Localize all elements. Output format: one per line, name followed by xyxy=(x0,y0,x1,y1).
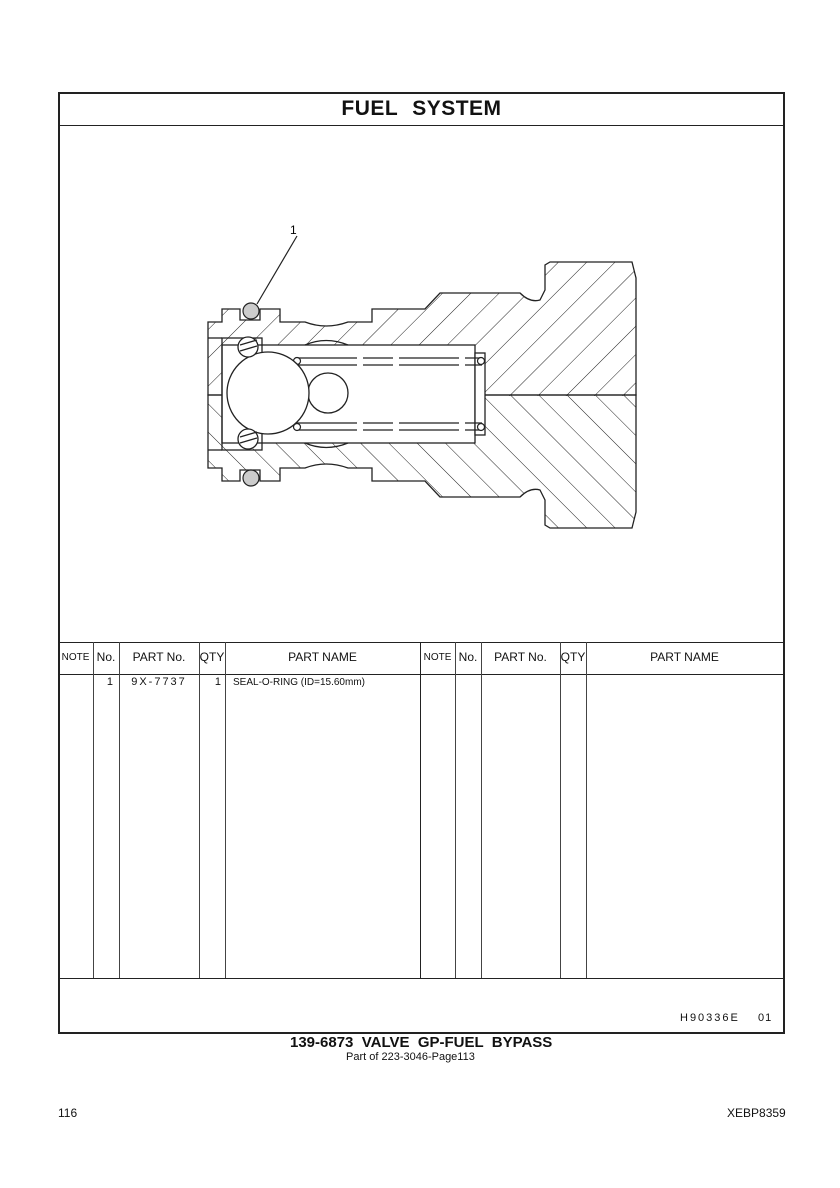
col-divider xyxy=(199,642,200,979)
spring xyxy=(292,356,486,432)
document-code: XEBP8359 xyxy=(727,1106,786,1120)
header-part-no: PART No. xyxy=(132,650,186,664)
table-footer xyxy=(58,978,785,979)
header-no: No. xyxy=(96,650,116,664)
header-note-2: NOTE xyxy=(423,652,452,663)
row-no: 1 xyxy=(106,676,113,688)
col-divider xyxy=(481,642,482,979)
drawing-code: H90336E xyxy=(680,1012,740,1024)
o-ring-item-1 xyxy=(242,302,260,487)
header-note: NOTE xyxy=(61,652,90,663)
col-divider xyxy=(225,642,226,979)
page-frame xyxy=(58,92,785,1034)
header-qty-2: QTY xyxy=(560,650,586,664)
col-divider xyxy=(119,642,120,979)
col-divider xyxy=(455,642,456,979)
col-divider xyxy=(586,642,587,979)
header-qty: QTY xyxy=(199,650,225,664)
header-part-name-2: PART NAME xyxy=(650,650,719,664)
col-divider xyxy=(560,642,561,979)
check-ball xyxy=(226,351,310,435)
drawing-revision: 01 xyxy=(758,1012,773,1024)
small-ball xyxy=(307,372,349,414)
row-qty: 1 xyxy=(214,676,221,688)
row-part-no: 9X-7737 xyxy=(131,676,187,688)
seal-lower xyxy=(237,428,259,450)
header-part-no-2: PART No. xyxy=(494,650,547,664)
callout-label: 1 xyxy=(290,223,297,237)
callout-leader-line xyxy=(256,235,298,305)
header-no-2: No. xyxy=(458,650,478,664)
parts-table-header xyxy=(58,642,785,675)
page-number: 116 xyxy=(58,1106,78,1120)
header-part-name: PART NAME xyxy=(288,650,357,664)
col-divider xyxy=(93,642,94,979)
col-divider xyxy=(420,642,421,979)
row-part-name: SEAL-O-RING (ID=15.60mm) xyxy=(233,677,365,688)
group-title: 139-6873 VALVE GP-FUEL BYPASS xyxy=(290,1034,553,1051)
seal-upper xyxy=(237,336,259,358)
section-title: FUEL SYSTEM xyxy=(58,92,785,126)
group-subtitle: Part of 223-3046-Page113 xyxy=(346,1051,475,1063)
